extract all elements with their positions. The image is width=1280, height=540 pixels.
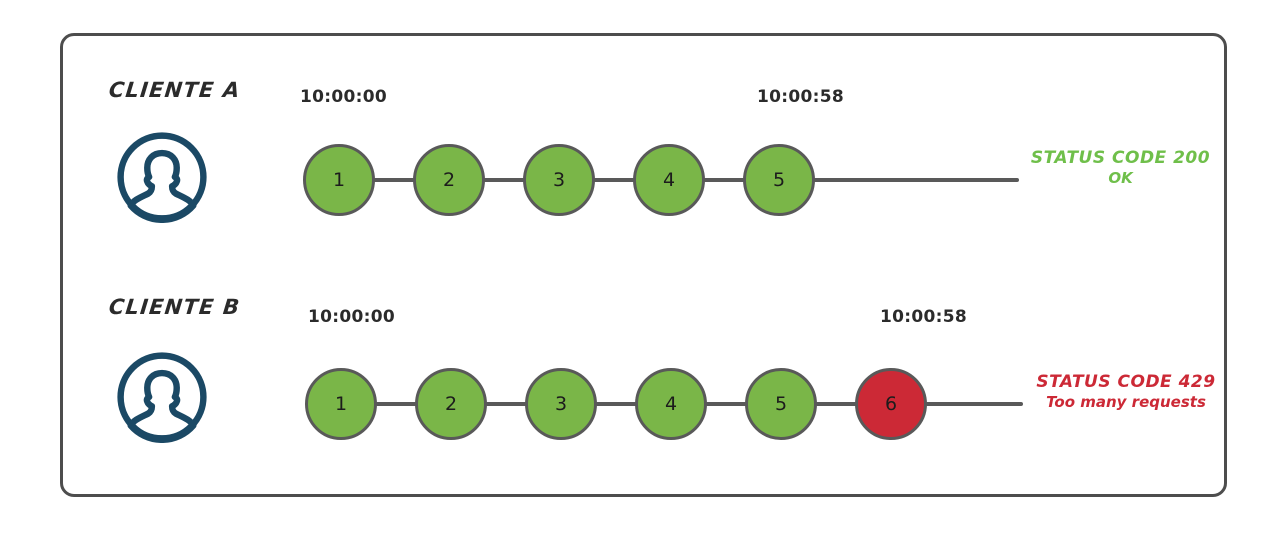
connector-a-1: [373, 178, 415, 182]
user-avatar-icon: [116, 351, 208, 443]
connector-b-tail: [925, 402, 1023, 406]
connector-a-2: [483, 178, 525, 182]
request-node-number: 2: [442, 168, 456, 191]
request-node-rate-limited[interactable]: 6: [855, 368, 927, 440]
client-b-label: CLIENTE B: [107, 295, 242, 319]
client-a-label: CLIENTE A: [107, 78, 242, 102]
client-b-start-timestamp: 10:00:00: [308, 307, 395, 327]
connector-a-3: [593, 178, 635, 182]
user-avatar-icon: [116, 131, 208, 223]
client-b-status-code: STATUS CODE 429: [1036, 372, 1216, 392]
request-node[interactable]: 5: [743, 144, 815, 216]
request-node-number: 5: [774, 392, 788, 415]
connector-b-1: [375, 402, 417, 406]
request-node-number: 5: [772, 168, 786, 191]
request-node[interactable]: 4: [633, 144, 705, 216]
request-node-number: 4: [662, 168, 676, 191]
diagram-frame: CLIENTE A 10:00:00 10:00:58 1 2 3: [60, 33, 1227, 497]
connector-b-5: [815, 402, 857, 406]
connector-b-3: [595, 402, 637, 406]
request-node[interactable]: 2: [415, 368, 487, 440]
request-node[interactable]: 1: [305, 368, 377, 440]
client-a-status-message: OK: [1108, 169, 1133, 188]
client-b-status-badge: STATUS CODE 429 Too many requests: [1026, 372, 1226, 412]
request-node[interactable]: 5: [745, 368, 817, 440]
request-node[interactable]: 3: [525, 368, 597, 440]
client-b-end-timestamp: 10:00:58: [880, 307, 967, 327]
request-node[interactable]: 1: [303, 144, 375, 216]
request-node-number: 3: [552, 168, 566, 191]
request-node[interactable]: 3: [523, 144, 595, 216]
request-node-number: 6: [884, 392, 898, 415]
connector-a-tail: [813, 178, 1019, 182]
request-node[interactable]: 4: [635, 368, 707, 440]
connector-a-4: [703, 178, 745, 182]
request-node-number: 4: [664, 392, 678, 415]
request-node-number: 1: [332, 168, 346, 191]
client-a-status-badge: STATUS CODE 200 OK: [1023, 148, 1218, 188]
request-node-number: 2: [444, 392, 458, 415]
client-a-start-timestamp: 10:00:00: [300, 87, 387, 107]
connector-b-2: [485, 402, 527, 406]
request-node-number: 1: [334, 392, 348, 415]
client-a-end-timestamp: 10:00:58: [757, 87, 844, 107]
connector-b-4: [705, 402, 747, 406]
request-node[interactable]: 2: [413, 144, 485, 216]
client-a-status-code: STATUS CODE 200: [1030, 148, 1211, 168]
request-node-number: 3: [554, 392, 568, 415]
client-b-status-message: Too many requests: [1046, 393, 1206, 412]
